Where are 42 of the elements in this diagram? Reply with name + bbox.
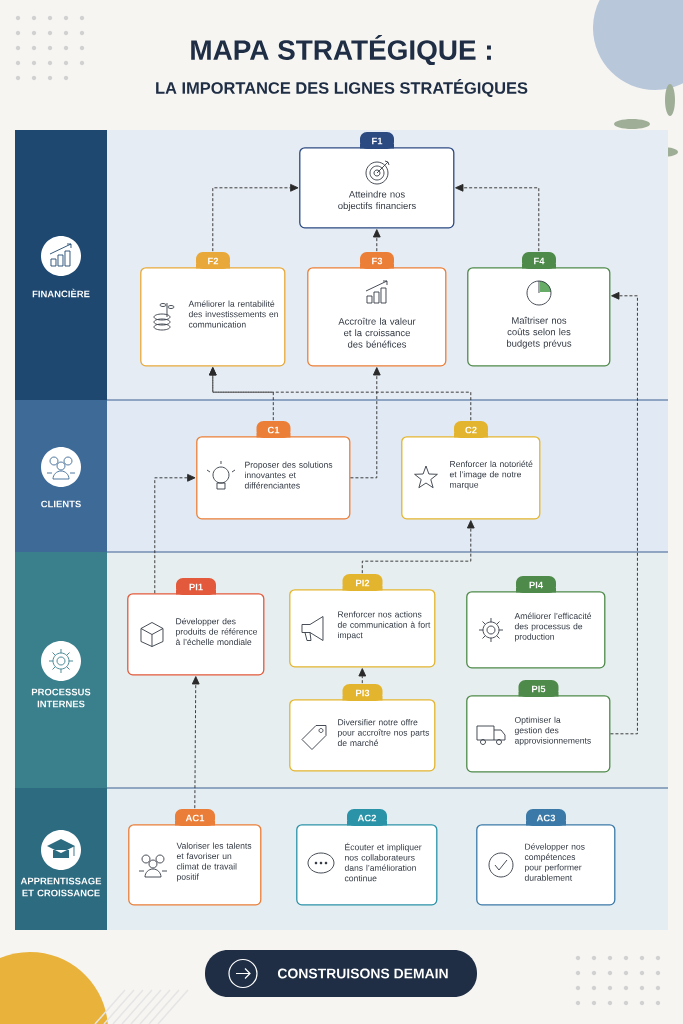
arrow	[455, 183, 540, 252]
badge: PI4	[516, 576, 556, 593]
badge: PI2	[342, 574, 383, 591]
objective-box: Optimiser la gestion des approvisionnements	[466, 695, 611, 773]
badge: F3	[360, 252, 394, 269]
arrow	[350, 367, 381, 479]
objective-box: Renforcer nos actions de communication à fort impact	[289, 589, 436, 668]
arrow	[208, 367, 472, 421]
objective-box: Renforcer la notoriété et l’image de notre marque	[401, 436, 541, 520]
badge: C2	[454, 421, 488, 438]
objective-box: Améliorer l’efficacité des processus de production	[466, 591, 606, 669]
arrow	[372, 229, 381, 252]
objective-box: Accroître la valeur et la croissance des bénéfices	[307, 267, 447, 367]
badge: C1	[256, 421, 291, 438]
objective-box: Atteindre nos objectifs financiers	[299, 147, 455, 229]
arrow	[191, 676, 200, 809]
badge: F4	[522, 252, 556, 269]
title: MAPA STRATÉGIQUE :	[191, 34, 491, 66]
badge: AC3	[526, 809, 566, 826]
objective-box: Diversifier notre offre pour accroître nos parts de marché	[289, 699, 436, 772]
objective-box: Valoriser les talents et favoriser un climat de travail positif	[128, 824, 262, 906]
button: CONSTRUISONS DEMAIN	[205, 950, 477, 997]
arrow	[610, 291, 638, 735]
badge: F1	[360, 132, 394, 149]
objective-box: Écouter et impliquer nos collaborateurs dans l’amélioration continue	[296, 824, 438, 906]
objective-box: Maîtriser nos coûts selon les budgets prévus	[467, 267, 611, 367]
arrow	[358, 668, 367, 684]
arrow	[212, 183, 299, 252]
arrow	[154, 473, 196, 594]
node-label: FINANCIÈRE	[32, 288, 90, 298]
badge: PI1	[176, 578, 216, 595]
badge: PI5	[518, 680, 559, 697]
objective-box: Développer nos compétences pour performer durablement	[476, 824, 616, 906]
arrow	[361, 520, 475, 574]
badge: PI3	[342, 684, 383, 701]
badge: AC2	[347, 809, 387, 826]
objective-box: Proposer des solutions innovantes et différenciantes	[196, 436, 351, 520]
badge: F2	[196, 252, 230, 269]
badge: AC1	[175, 809, 215, 826]
objective-box: Développer des produits de référence à l’échelle mondiale	[127, 593, 265, 676]
objective-box: Améliorer la rentabilité des investissements en communication	[140, 267, 286, 367]
subtitle: LA IMPORTANCE DES LIGNES STRATÉGIQUES	[156, 79, 528, 97]
